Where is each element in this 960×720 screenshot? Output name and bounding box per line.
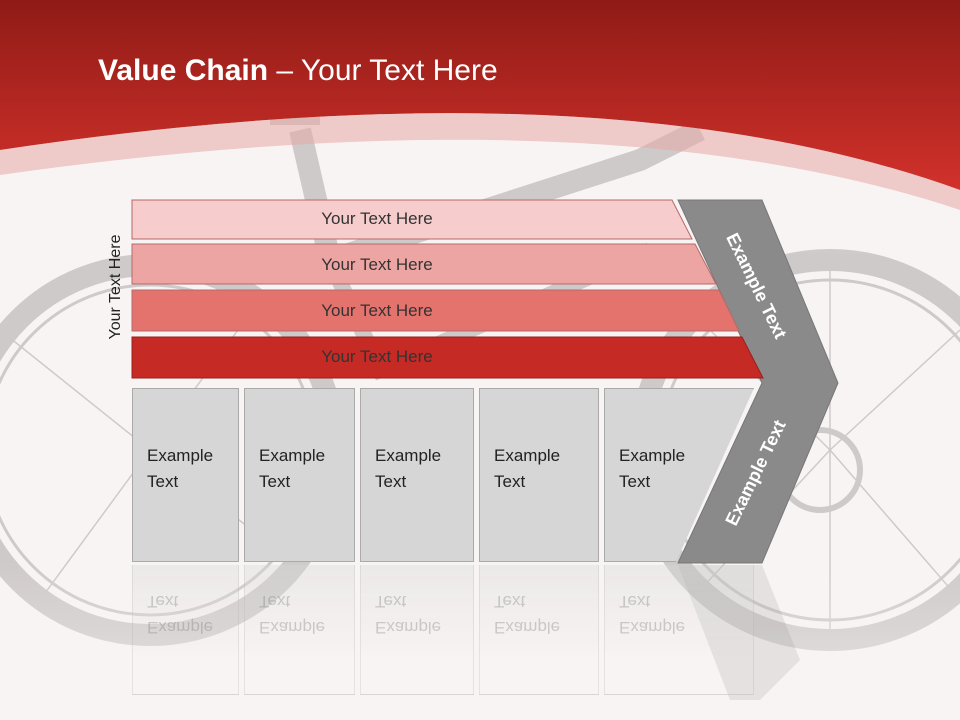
row-label-1: Your Text Here — [321, 209, 433, 228]
row-label-3: Your Text Here — [321, 301, 433, 320]
row-bar-1 — [131, 199, 693, 240]
page-title: Value Chain – Your Text Here — [98, 54, 498, 88]
row-label-4: Your Text Here — [321, 347, 433, 366]
row-bar-4 — [131, 336, 764, 379]
row-bar-2 — [131, 243, 717, 285]
chevron-arrow — [677, 199, 839, 564]
title-bold: Value Chain — [98, 54, 269, 87]
title-rest: – Your Text Here — [268, 54, 498, 87]
header-band — [0, 0, 960, 190]
row-label-2: Your Text Here — [321, 255, 433, 274]
row-bar-3 — [131, 289, 740, 332]
